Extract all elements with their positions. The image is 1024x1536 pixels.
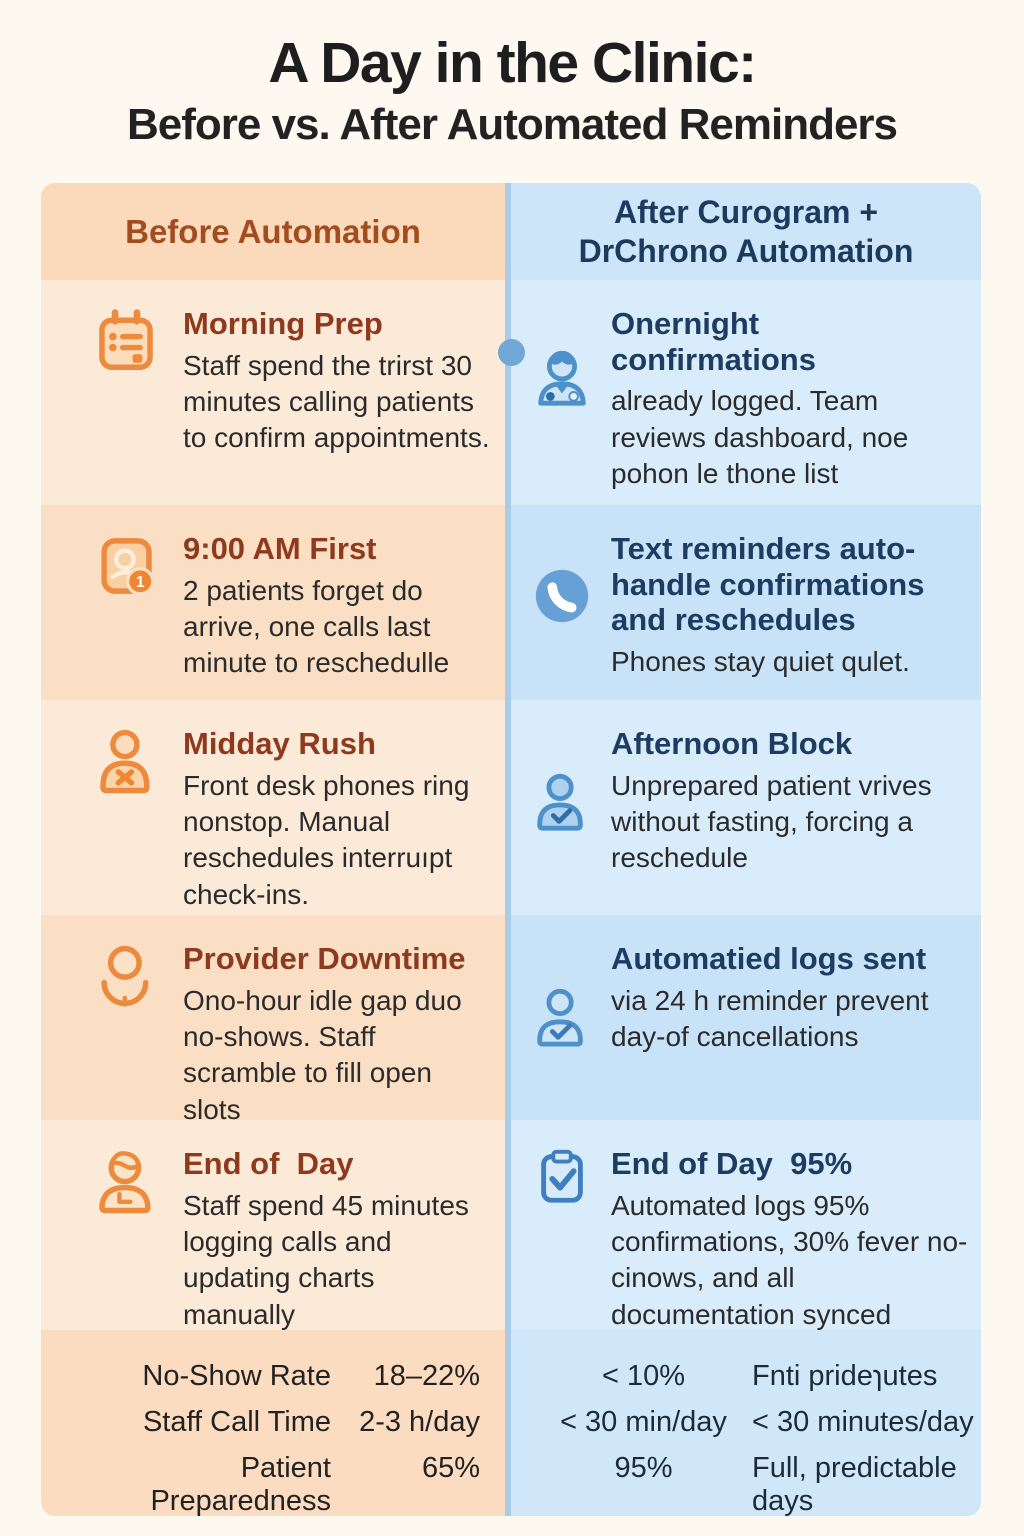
provider-idle-icon	[91, 941, 161, 1120]
person-check-icon	[531, 986, 593, 1120]
item-body: Unprepared patient vrives without fastin…	[611, 769, 932, 874]
item-title: Onernight confirmations	[611, 306, 816, 377]
page-title: A Day in the Clinic:	[268, 31, 757, 95]
timeline-row-5: End of Day Staff spend 45 minutes loggin…	[41, 1120, 981, 1330]
stat-value: 95%	[614, 1452, 673, 1484]
stat-note: Full, predictable days	[752, 1452, 957, 1517]
clipboard-check-icon	[531, 1146, 593, 1330]
timeline-row-3: Midday Rush Front desk phones ring nonst…	[41, 700, 981, 915]
item-title: Text reminders auto-handle confirmations…	[611, 531, 934, 638]
column-header-row: Before Automation After Curogram + DrChr…	[41, 183, 981, 280]
phone-icon	[531, 565, 593, 700]
page-header: A Day in the Clinic: Before vs. After Au…	[0, 0, 1024, 148]
before-header-label: Before Automation	[125, 212, 421, 250]
item-body: Ono-hour idle gap duo no-shows. Staff sc…	[183, 984, 462, 1125]
item-body: Front desk phones ring nonstop. Manual r…	[183, 769, 470, 910]
person-check-icon	[531, 771, 593, 915]
before-end-of-day: End of Day Staff spend 45 minutes loggin…	[41, 1120, 505, 1330]
after-end-of-day: End of Day 95% Automated logs 95% confir…	[505, 1120, 981, 1330]
before-900-am-first: 1 9:00 AM First 2 patients forget do arr…	[41, 505, 505, 700]
item-title: Afternoon Block	[611, 726, 853, 761]
item-body: already logged. Team reviews dashboard, …	[611, 385, 909, 490]
item-title: End of Day	[183, 1146, 354, 1181]
before-column-header: Before Automation	[41, 183, 505, 280]
stat-label: Staff Call Time	[142, 1406, 331, 1438]
item-body: Automated logs 95% confirmations, 30% fe…	[611, 1189, 968, 1330]
item-title: Morning Prep	[183, 306, 383, 341]
item-body: Staff spend 45 minutes logging calls and…	[183, 1189, 469, 1330]
item-title: Automatied logs sent	[611, 941, 927, 976]
before-morning-prep: Morning Prep Staff spend the trirst 30 m…	[41, 280, 505, 505]
after-column-header: After Curogram + DrChrono Automation	[505, 183, 981, 280]
person-x-icon	[91, 726, 161, 915]
page-subtitle: Before vs. After Automated Reminders	[126, 99, 898, 149]
item-body: Staff spend the trirst 30 minutes callin…	[183, 349, 490, 454]
item-title: End of Day 95%	[611, 1146, 853, 1181]
item-body: via 24 h reminder prevent day-of cancell…	[611, 984, 929, 1053]
stat-label: Patient Preparedness	[150, 1452, 331, 1517]
after-afternoon-block: Afternoon Block Unprepared patient vrive…	[505, 700, 981, 915]
after-overnight-confirmations: Onernight confirmations already logged. …	[505, 280, 981, 505]
summary-stats-row: No-Show Rate 18–22% Staff Call Time 2-3 …	[41, 1330, 981, 1517]
before-midday-rush: Midday Rush Front desk phones ring nonst…	[41, 700, 505, 915]
stat-value: 65%	[421, 1452, 480, 1484]
stat-value: 18–22%	[373, 1360, 480, 1392]
before-provider-downtime: Provider Downtime Ono-hour idle gap duo …	[41, 915, 505, 1125]
before-stats: No-Show Rate 18–22% Staff Call Time 2-3 …	[41, 1330, 505, 1517]
item-body: 2 patients forget do arrive, one calls l…	[183, 574, 450, 679]
stat-note: Fnti prideɿutes	[752, 1360, 938, 1392]
doctor-icon	[531, 346, 593, 505]
stat-note: < 30 minutes/day	[752, 1406, 974, 1438]
stat-label: No-Show Rate	[142, 1360, 331, 1392]
timeline-row-1: Morning Prep Staff spend the trirst 30 m…	[41, 280, 981, 505]
staff-clock-icon	[91, 1146, 161, 1330]
item-title: 9:00 AM First	[183, 531, 377, 566]
timeline-row-4: Provider Downtime Ono-hour idle gap duo …	[41, 915, 981, 1125]
after-automated-logs: Automatied logs sent via 24 h reminder p…	[505, 915, 981, 1120]
item-body: Phones stay quiet qulet.	[611, 645, 910, 677]
patient-card-badge-icon: 1	[91, 531, 161, 700]
item-title: Midday Rush	[183, 726, 376, 761]
timeline-dot	[498, 339, 525, 366]
stat-value: 2-3 h/day	[359, 1406, 480, 1438]
stat-value: < 10%	[601, 1360, 686, 1392]
after-header-label: After Curogram + DrChrono Automation	[578, 194, 914, 269]
after-stats: < 10% Fnti prideɿutes < 30 min/day < 30 …	[505, 1330, 981, 1517]
stat-value: < 30 min/day	[560, 1406, 727, 1438]
timeline-row-2: 1 9:00 AM First 2 patients forget do arr…	[41, 505, 981, 700]
comparison-board: Before Automation After Curogram + DrChr…	[41, 183, 981, 1517]
after-text-reminders: Text reminders auto-handle confirmations…	[505, 505, 981, 700]
item-title: Provider Downtime	[183, 941, 466, 976]
svg-text:1: 1	[136, 574, 145, 591]
clipboard-checklist-icon	[91, 306, 161, 505]
